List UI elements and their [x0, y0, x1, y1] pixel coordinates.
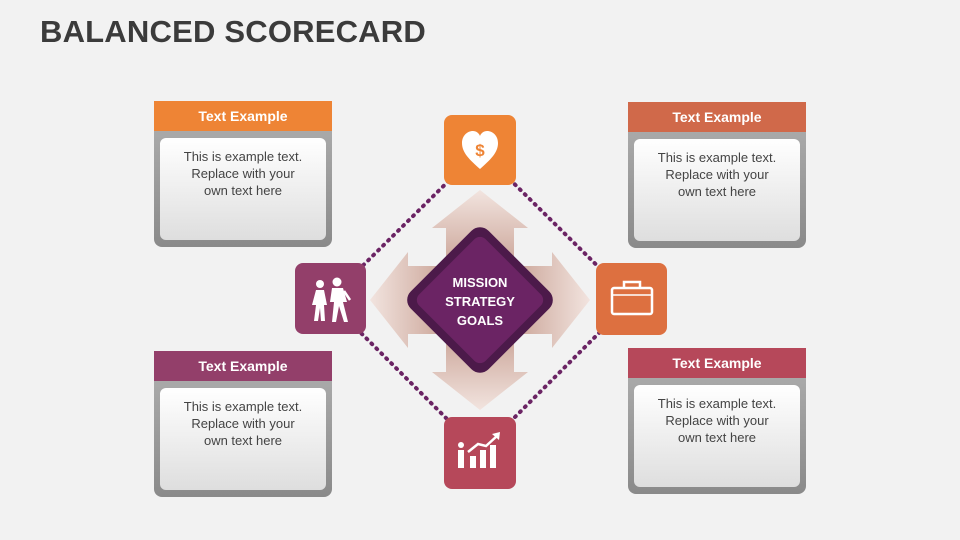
card-top-left: Text Example This is example text. Repla…: [154, 101, 332, 247]
center-diamond: [416, 236, 544, 364]
card-body: This is example text. Replace with your …: [628, 132, 806, 248]
center-label-3: GOALS: [457, 313, 504, 328]
card-text: This is example text. Replace with your …: [657, 396, 777, 445]
card-heading: Text Example: [154, 351, 332, 381]
card-inner: This is example text. Replace with your …: [160, 138, 326, 240]
card-heading: Text Example: [154, 101, 332, 131]
card-heading: Text Example: [628, 348, 806, 378]
heart-dollar-icon: $: [444, 115, 516, 185]
card-body: This is example text. Replace with your …: [154, 381, 332, 497]
card-body: This is example text. Replace with your …: [154, 131, 332, 247]
card-inner: This is example text. Replace with your …: [160, 388, 326, 490]
card-bottom-right: Text Example This is example text. Repla…: [628, 348, 806, 494]
center-label-1: MISSION: [453, 275, 508, 290]
svg-text:$: $: [475, 141, 485, 160]
card-top-right: Text Example This is example text. Repla…: [628, 102, 806, 248]
card-body: This is example text. Replace with your …: [628, 378, 806, 494]
card-text: This is example text. Replace with your …: [657, 150, 777, 199]
card-inner: This is example text. Replace with your …: [634, 139, 800, 241]
card-inner: This is example text. Replace with your …: [634, 385, 800, 487]
briefcase-icon: [596, 263, 667, 335]
card-heading: Text Example: [628, 102, 806, 132]
people-walking-icon: [295, 263, 366, 334]
card-bottom-left: Text Example This is example text. Repla…: [154, 351, 332, 497]
card-text: This is example text. Replace with your …: [183, 149, 303, 198]
center-label-2: STRATEGY: [445, 294, 515, 309]
growth-chart-icon: [444, 417, 516, 489]
card-text: This is example text. Replace with your …: [183, 399, 303, 448]
page-title: BALANCED SCORECARD: [40, 14, 426, 49]
